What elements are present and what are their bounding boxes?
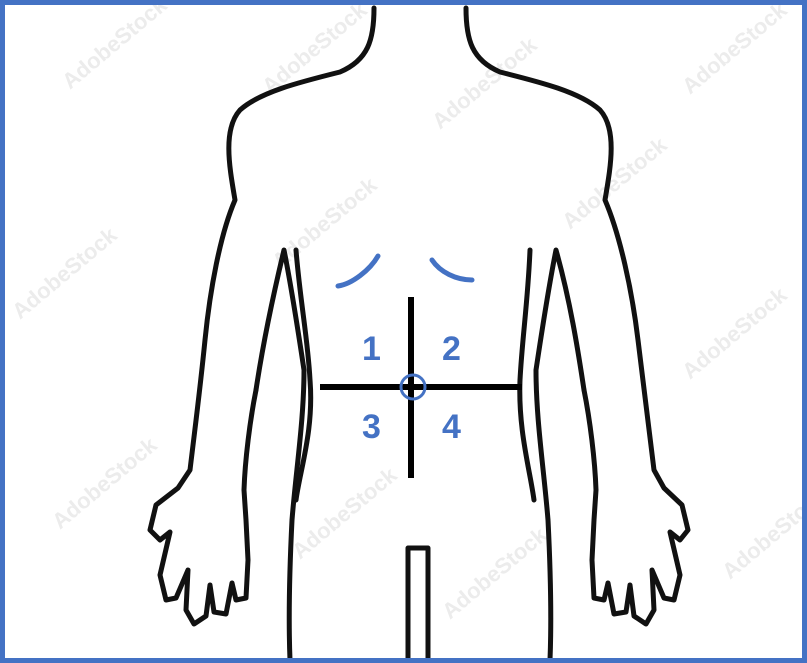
body-outline (150, 8, 688, 660)
watermark-text: AdobeStock (7, 222, 122, 324)
right-inner-arm (536, 250, 584, 660)
watermark-text: AdobeStock (677, 282, 792, 384)
leg-gap (408, 548, 428, 660)
watermark-text: AdobeStock (427, 32, 542, 134)
right-flank (520, 250, 534, 500)
quadrant-label-1: 1 (362, 330, 381, 368)
quadrant-label-2: 2 (442, 330, 461, 368)
watermark-text: AdobeStock (717, 482, 807, 584)
watermark-text: AdobeStock (47, 432, 162, 534)
watermark-text: AdobeStock (677, 0, 792, 99)
right-rib-margin-arc (432, 260, 472, 280)
watermark-text: AdobeStock (287, 462, 402, 564)
quadrant-crosshair (320, 297, 522, 478)
left-rib-margin-arc (338, 256, 378, 286)
left-inner-arm (256, 250, 304, 660)
watermark-text: AdobeStock (437, 522, 552, 624)
quadrant-label-3: 3 (362, 408, 381, 446)
quadrant-label-4: 4 (442, 408, 461, 446)
watermark-text: AdobeStock (257, 0, 372, 99)
right-body-contour (466, 8, 688, 624)
watermark-text: AdobeStock (57, 0, 172, 94)
frame-border (3, 3, 805, 661)
rib-margins (338, 256, 472, 286)
